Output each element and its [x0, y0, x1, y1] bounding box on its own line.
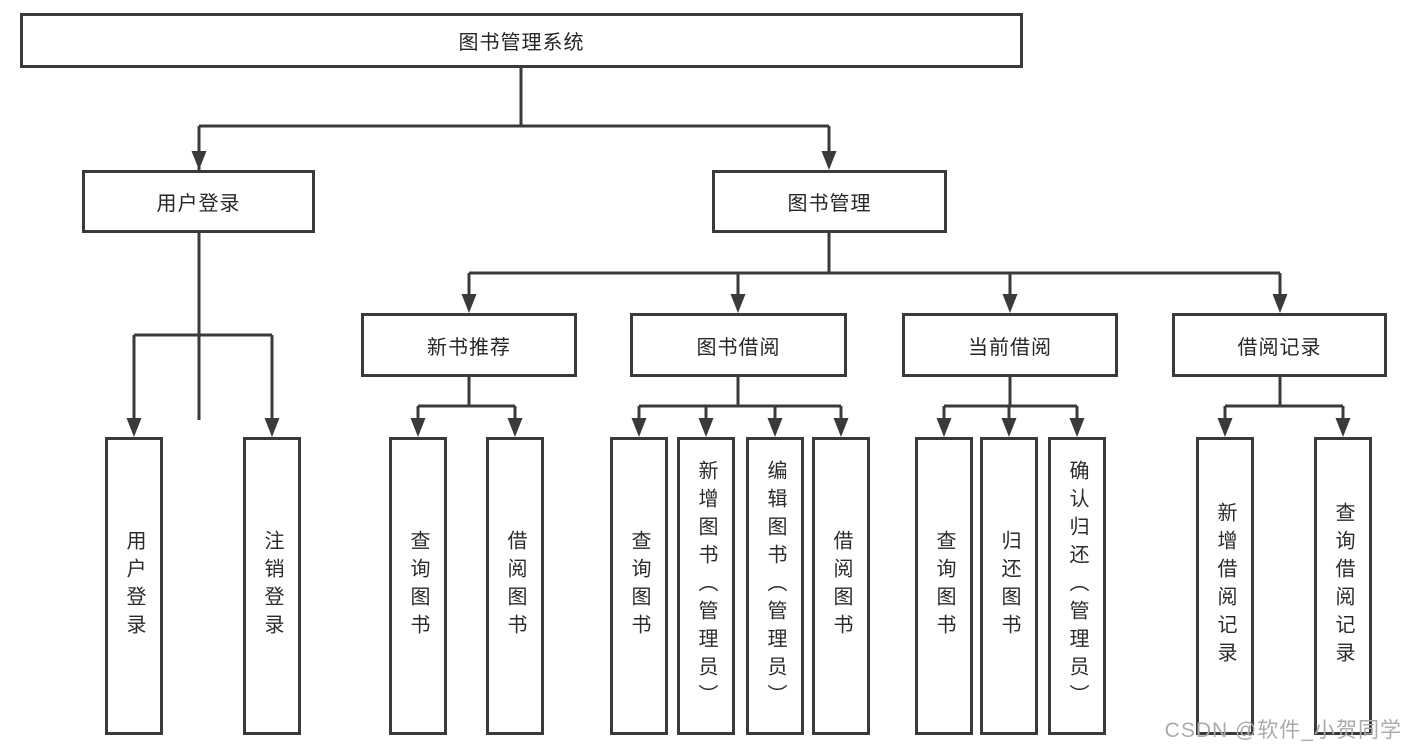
- leaf-records-add-record: 新增借阅记录: [1196, 437, 1254, 735]
- leaf-records-add-record-label: 新增借阅记录: [1214, 502, 1236, 670]
- leaf-logout-label: 注销登录: [261, 530, 283, 642]
- leaf-newrec-borrow-books: 借阅图书: [486, 437, 544, 735]
- leaf-records-query-record-label: 查询借阅记录: [1332, 502, 1354, 670]
- connector-new-book-group: [416, 377, 517, 420]
- node-user-login: 用户登录: [82, 170, 315, 233]
- leaf-current-query-books-label: 查询图书: [933, 530, 955, 642]
- connector-book-borrow-group: [637, 377, 843, 420]
- node-new-book-recommend: 新书推荐: [361, 313, 577, 377]
- leaf-borrow-borrow-books: 借阅图书: [812, 437, 870, 735]
- leaf-current-return-book: 归还图书: [980, 437, 1038, 735]
- leaf-borrow-query-books: 查询图书: [610, 437, 668, 735]
- connector-user-login-group: [132, 233, 274, 420]
- leaf-current-confirm-return-admin: 确认归还（管理员）: [1048, 437, 1106, 735]
- connector-current-borrow-group: [942, 377, 1079, 420]
- leaf-borrow-add-book-admin: 新增图书（管理员）: [677, 437, 735, 735]
- leaf-borrow-edit-book-admin: 编辑图书（管理员）: [746, 437, 804, 735]
- leaf-user-login: 用户登录: [105, 437, 163, 735]
- leaf-logout: 注销登录: [243, 437, 301, 735]
- leaf-current-query-books: 查询图书: [915, 437, 973, 735]
- leaf-current-return-book-label: 归还图书: [998, 530, 1020, 642]
- leaf-newrec-borrow-books-label: 借阅图书: [504, 530, 526, 642]
- leaf-newrec-query-books-label: 查询图书: [407, 530, 429, 642]
- node-book-management: 图书管理: [712, 170, 947, 233]
- leaf-newrec-query-books: 查询图书: [389, 437, 447, 735]
- leaf-borrow-add-book-admin-label: 新增图书（管理员）: [695, 460, 717, 712]
- node-current-borrow: 当前借阅: [902, 313, 1118, 377]
- watermark: CSDN @软件_小贺同学: [1164, 719, 1402, 742]
- leaf-borrow-edit-book-admin-label: 编辑图书（管理员）: [764, 460, 786, 712]
- node-root: 图书管理系统: [20, 13, 1023, 68]
- connector-book-mgmt: [467, 233, 1282, 296]
- leaf-current-confirm-return-admin-label: 确认归还（管理员）: [1066, 460, 1088, 712]
- connector-borrow-records-group: [1223, 377, 1345, 420]
- node-borrow-records: 借阅记录: [1172, 313, 1387, 377]
- leaf-borrow-query-books-label: 查询图书: [628, 530, 650, 642]
- leaf-records-query-record: 查询借阅记录: [1314, 437, 1372, 735]
- node-book-borrow: 图书借阅: [630, 313, 847, 377]
- leaf-user-login-label: 用户登录: [123, 530, 145, 642]
- leaf-borrow-borrow-books-label: 借阅图书: [830, 530, 852, 642]
